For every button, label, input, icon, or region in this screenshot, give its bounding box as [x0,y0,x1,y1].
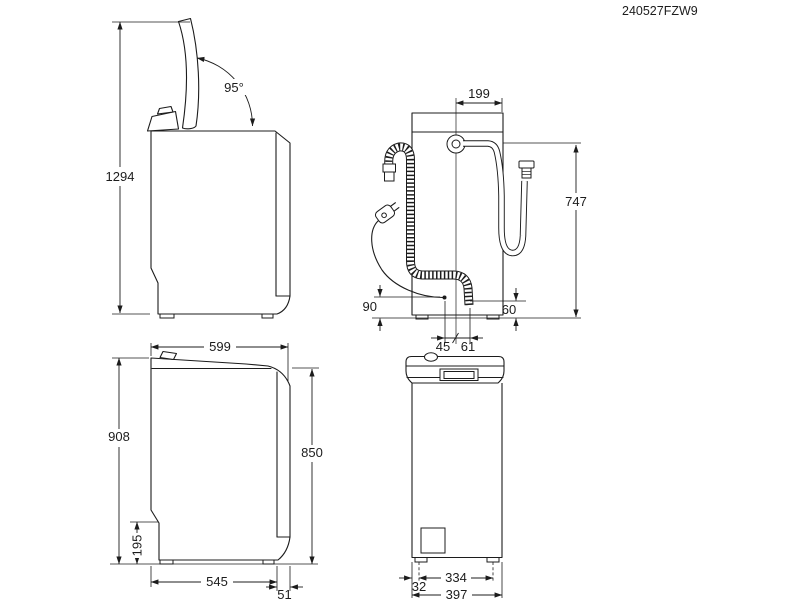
view-side-lid-open: 95° 1294 [106,17,291,319]
drain-fitting-upper [382,163,396,173]
cord-end-dot [442,295,447,300]
power-cord [371,220,444,299]
dim-195-label-bg [129,533,144,558]
tap-connector-thread [521,167,532,179]
view-side-closed: 599 908 850 195 545 51 [108,339,323,600]
width-label: 397 [446,587,468,600]
tap-connector-cap [518,160,535,169]
inlet-hose-fill [463,141,527,256]
top-knob [159,350,178,361]
lid-angle-label: 95° [224,80,244,95]
rear-overhang-label: 51 [277,587,291,600]
plug-prong [393,207,400,212]
front-body [411,383,503,559]
control-console [146,110,180,132]
rear-foot [261,313,274,319]
open-lid [177,17,200,130]
drain-fitting-lower [384,171,395,182]
rear-foot [262,559,275,565]
drain-hose [382,142,474,306]
plinth-height-label: 195 [130,535,145,557]
cord-to-center-label: 45 [436,339,450,354]
front-right-foot [486,557,500,563]
height-lid-open-label: 1294 [106,169,135,184]
dim-break-slash [452,332,459,344]
plug-face [381,212,387,219]
inlet-offset-label: 199 [468,86,490,101]
plug-prong [389,202,396,207]
height-body-label: 850 [301,445,323,460]
height-total-label: 908 [108,429,130,444]
center-to-drain-label: 61 [461,339,475,354]
feet-spacing-label: 334 [445,570,467,585]
filter-door [420,527,446,554]
console-knob [156,105,174,115]
view-front: 334 32 397 [399,352,505,600]
doc-code-label: 240527FZW9 [622,4,698,18]
front-foot [159,559,174,565]
rear-left-foot [415,314,429,320]
angle-label-bg [221,79,248,95]
drain-height-label: 60 [502,302,516,317]
power-plug [374,202,400,224]
machine-body-side [150,130,291,315]
foot-inset-label: 32 [412,579,426,594]
inlet-valve-inner [451,139,461,149]
base-depth-label: 545 [206,574,228,589]
lid-knob-front [424,352,438,362]
cord-height-label: 90 [363,299,377,314]
inlet-hose-height-label: 747 [565,194,587,209]
front-left-foot [414,557,428,563]
rear-right-foot [486,314,500,320]
depth-label: 599 [209,339,231,354]
handle-recess-inner [443,371,475,379]
view-rear-hoses: 199 747 90 60 45 61 [363,86,587,354]
machine-body-side-closed [150,357,291,561]
drain-hose-ribs [385,143,473,306]
front-foot [159,313,175,319]
